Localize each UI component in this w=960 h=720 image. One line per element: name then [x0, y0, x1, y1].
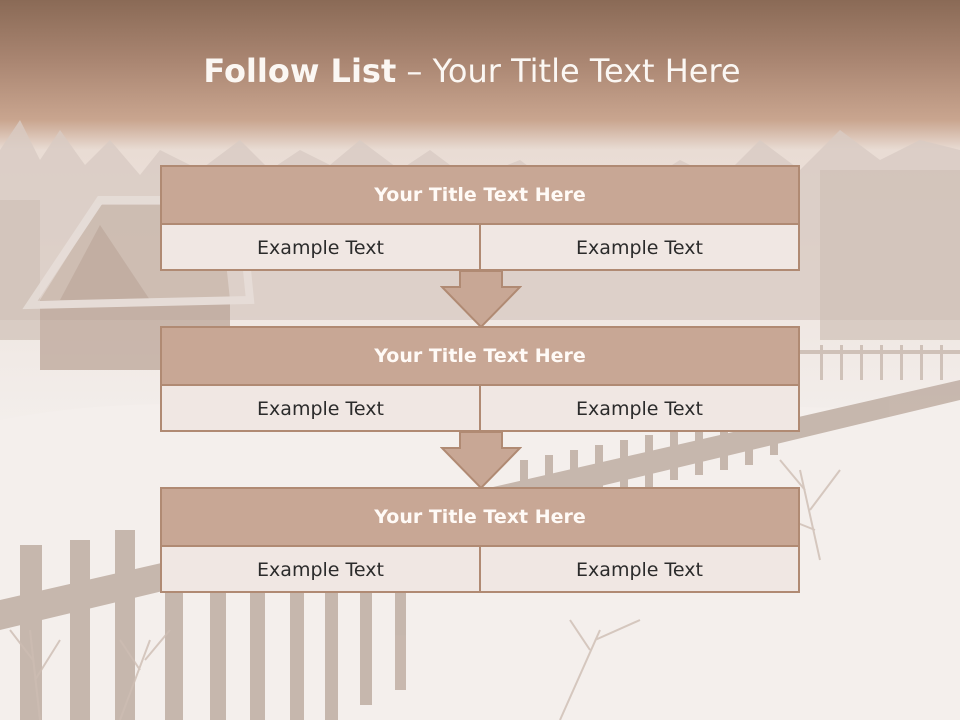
block-cell-left: Example Text — [257, 237, 384, 259]
block-row: Example Text Example Text — [162, 225, 798, 271]
list-block-2: Your Title Text Here Example Text Exampl… — [160, 326, 800, 432]
list-block-1: Your Title Text Here Example Text Exampl… — [160, 165, 800, 271]
block-cell-left: Example Text — [257, 398, 384, 420]
block-row: Example Text Example Text — [162, 547, 798, 593]
down-arrow-icon — [440, 271, 522, 329]
slide-title: Follow List – Your Title Text Here — [0, 52, 944, 90]
title-subtitle: – Your Title Text Here — [396, 52, 741, 90]
block-cell-right: Example Text — [479, 547, 798, 593]
block-heading: Your Title Text Here — [162, 489, 798, 547]
block-cell-left: Example Text — [257, 559, 384, 581]
title-main: Follow List — [203, 52, 397, 90]
block-heading: Your Title Text Here — [162, 167, 798, 225]
block-heading: Your Title Text Here — [162, 328, 798, 386]
down-arrow-icon — [440, 432, 522, 490]
block-cell-right: Example Text — [479, 225, 798, 271]
block-cell-right: Example Text — [479, 386, 798, 432]
block-row: Example Text Example Text — [162, 386, 798, 432]
list-block-3: Your Title Text Here Example Text Exampl… — [160, 487, 800, 593]
